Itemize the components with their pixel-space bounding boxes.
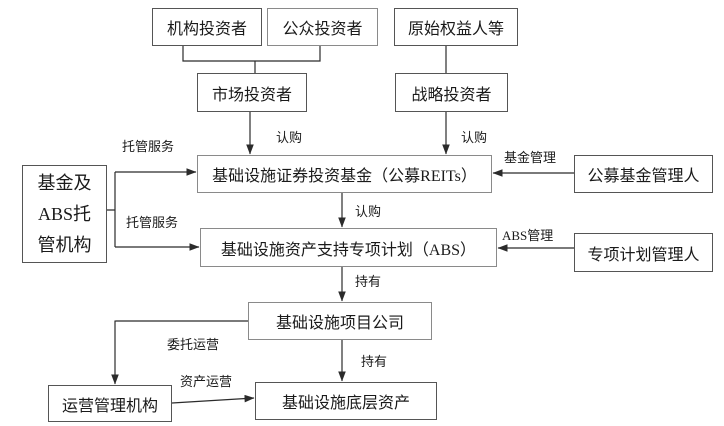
custodian-line-1: 基金及 bbox=[37, 172, 92, 193]
edge-label-abs-management: ABS管理 bbox=[502, 228, 554, 243]
custodian-line-3: 管机构 bbox=[37, 234, 92, 255]
edge-label-entrusted-operation: 委托运营 bbox=[167, 337, 220, 352]
edge-label-holding-abs-project: 持有 bbox=[355, 274, 382, 289]
node-public-investor: 公众投资者 bbox=[267, 8, 378, 46]
node-institutional-investor: 机构投资者 bbox=[152, 8, 262, 46]
edge-label-fund-management: 基金管理 bbox=[504, 150, 557, 165]
connector-opmanager-to-asset bbox=[171, 394, 255, 404]
edge-label-custody-service-upper: 托管服务 bbox=[122, 139, 175, 154]
edge-label-asset-operation: 资产运营 bbox=[180, 374, 233, 389]
node-fund-abs-custodian: 基金及 ABS托 管机构 bbox=[22, 165, 107, 263]
edge-label-subscription-reits-abs: 认购 bbox=[355, 204, 382, 219]
edge-label-subscription-market: 认购 bbox=[276, 130, 303, 145]
node-original-equity-holder: 原始权益人等 bbox=[394, 8, 518, 46]
node-infrastructure-project-company: 基础设施项目公司 bbox=[248, 302, 432, 340]
node-strategic-investor: 战略投资者 bbox=[395, 73, 508, 112]
node-reits-fund: 基础设施证券投资基金（公募REITs） bbox=[197, 155, 492, 193]
connector-investors-merge bbox=[182, 46, 321, 74]
node-public-fund-manager: 公募基金管理人 bbox=[574, 155, 713, 193]
node-abs-plan: 基础设施资产支持专项计划（ABS） bbox=[200, 228, 497, 267]
connector-custodian-trunk bbox=[107, 172, 116, 247]
node-infrastructure-underlying-asset: 基础设施底层资产 bbox=[255, 382, 437, 420]
custodian-line-2: ABS托 bbox=[37, 203, 91, 224]
node-operation-management-agency: 运营管理机构 bbox=[48, 385, 172, 422]
node-special-plan-manager: 专项计划管理人 bbox=[574, 233, 713, 272]
edge-label-holding-project-asset: 持有 bbox=[361, 354, 388, 369]
edge-label-subscription-strategic: 认购 bbox=[461, 130, 488, 145]
edge-label-custody-service-lower: 托管服务 bbox=[126, 215, 179, 230]
node-market-investor: 市场投资者 bbox=[197, 73, 307, 112]
